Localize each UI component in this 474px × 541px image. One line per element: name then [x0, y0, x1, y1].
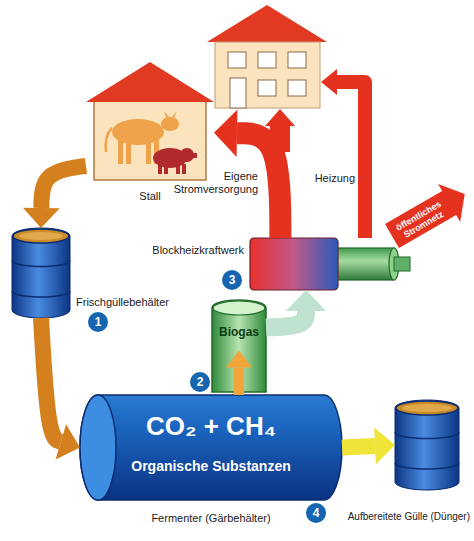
- slurry-tank: Frischgüllebehälter: [12, 228, 70, 318]
- content-text: Organische Substanzen: [131, 458, 290, 475]
- fermenter-tank: CO₂ + CH₄Organische SubstanzenFermenter …: [80, 395, 342, 500]
- fertilizer-tank: Aufbereitete Gülle (Dünger): [395, 400, 459, 490]
- callout-number: 3: [222, 270, 242, 290]
- arrow-band: [342, 446, 375, 448]
- arrow-head: [23, 208, 60, 228]
- node-heading: Fermenter (Gärbehälter): [151, 512, 270, 525]
- fermenter-tank-shape: [80, 395, 342, 500]
- arrow-band: [266, 311, 306, 328]
- chp-unit-shape: [250, 238, 410, 290]
- arrow-band: [234, 368, 244, 395]
- chp-unit: Blockheizkraftwerk: [250, 238, 410, 290]
- arrow-band: [41, 318, 61, 442]
- heating-label: Heizung: [315, 172, 355, 185]
- node-heading: Frischgüllebehälter: [76, 296, 169, 309]
- node-heading: Stall: [139, 190, 160, 203]
- arrow-head: [56, 424, 80, 459]
- grid-arrow: [381, 175, 474, 255]
- tank-text: Biogas: [219, 325, 259, 339]
- stable-building: Stall: [86, 62, 214, 180]
- heating-arrow: [321, 69, 365, 238]
- slurry-tank-shape: [12, 228, 70, 318]
- callout-number: 4: [306, 503, 326, 523]
- stable-building-shape: [86, 62, 214, 180]
- flow-arrow: [266, 290, 326, 328]
- arrow-head: [286, 290, 326, 311]
- arrow-head: [214, 109, 237, 157]
- grid-label: öffentliches Stromnetz: [389, 195, 453, 243]
- house: [207, 5, 327, 108]
- flow-arrow: [41, 318, 80, 459]
- arrow-head: [374, 428, 395, 465]
- formula-text: CO₂ + CH₄: [146, 411, 276, 442]
- arrow-band: [41, 166, 86, 208]
- fertilizer-tank-shape: [395, 400, 459, 490]
- node-heading: Blockheizkraftwerk: [152, 244, 244, 257]
- callout-number: 1: [88, 312, 108, 332]
- node-heading: Aufbereitete Gülle (Dünger): [348, 511, 470, 523]
- edge-label: Eigene Stromversorgung: [158, 170, 258, 196]
- callout-number: 2: [190, 372, 210, 392]
- flow-arrow: [23, 166, 86, 228]
- flow-arrow: [342, 428, 395, 465]
